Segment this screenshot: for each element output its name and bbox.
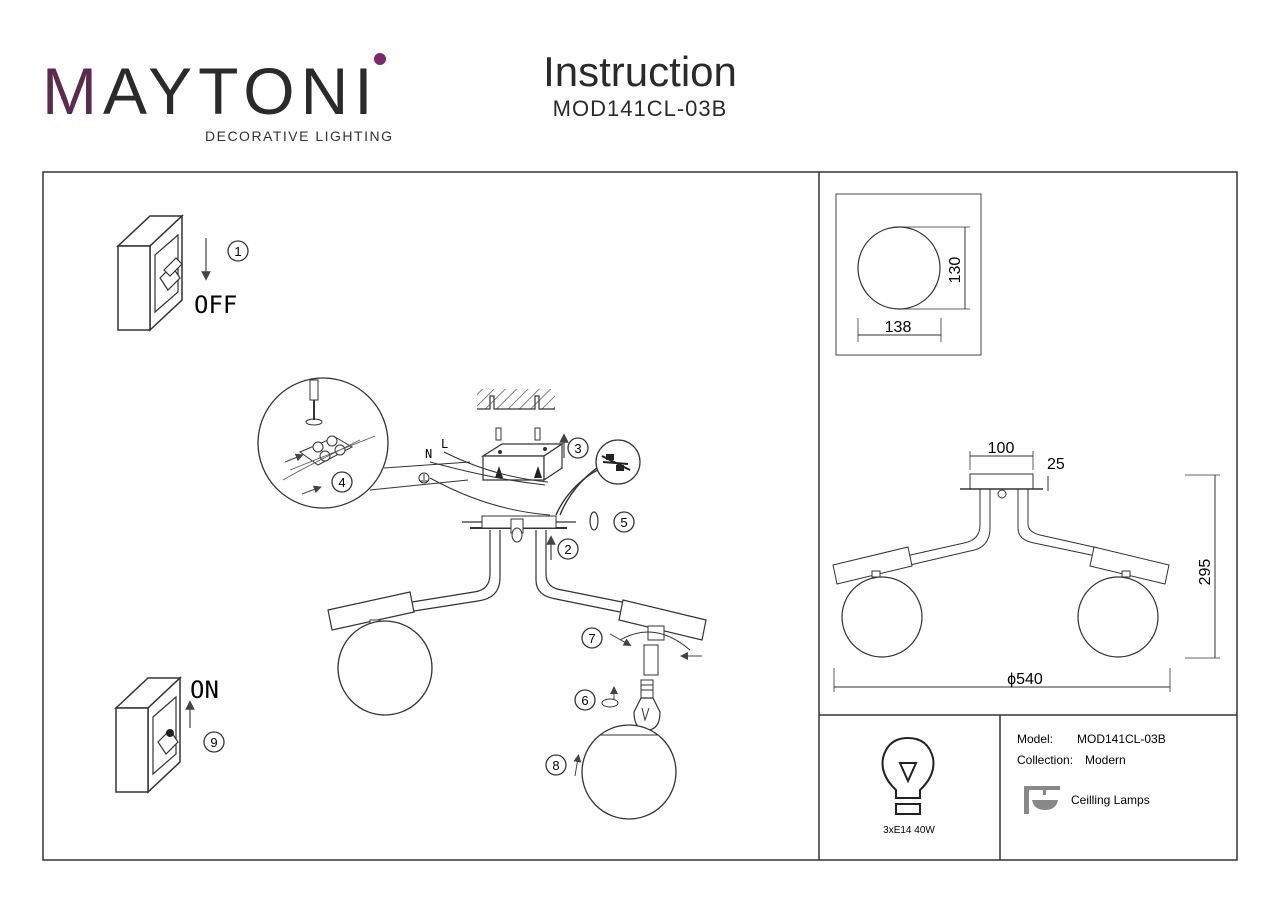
globe-shade xyxy=(581,724,677,820)
step-4-number: 4 xyxy=(338,475,345,490)
wall-plugs xyxy=(495,427,541,441)
bulb-icon xyxy=(881,736,935,815)
step-9-number: 9 xyxy=(210,735,217,750)
step-8-number: 8 xyxy=(552,758,559,773)
shade-height-value: 130 xyxy=(947,257,964,284)
step-8-badge xyxy=(545,754,567,776)
step-5-number: 5 xyxy=(620,515,627,530)
shade-dimension-box xyxy=(835,193,982,356)
on-label: ON xyxy=(190,676,219,704)
step-7-number: 7 xyxy=(588,631,595,646)
left-globe xyxy=(337,620,433,716)
ceiling-hatch xyxy=(477,389,555,409)
bulb-install-icon xyxy=(601,679,661,731)
canopy-plate xyxy=(462,515,576,543)
total-height-value: 295 xyxy=(1197,559,1214,586)
shade-width-value: 138 xyxy=(885,319,912,336)
connector-detail xyxy=(595,439,641,485)
document-model: MOD141CL-03B xyxy=(552,96,728,121)
collection-label: Collection: xyxy=(1017,753,1073,767)
step-6-number: 6 xyxy=(581,693,588,708)
step-6-badge xyxy=(574,689,596,711)
step-5-badge xyxy=(613,511,635,533)
ground-icon xyxy=(418,472,430,484)
up-arrow-icon xyxy=(573,754,582,777)
collection-value: Modern xyxy=(1085,753,1126,767)
total-diameter-value: ϕ540 xyxy=(1007,671,1043,688)
brand-name: MAYTONI xyxy=(42,54,379,128)
screwdriver-icon xyxy=(305,379,323,426)
base-width-value: 100 xyxy=(988,440,1015,457)
switch-off-icon xyxy=(116,214,184,332)
category-label: Ceilling Lamps xyxy=(1071,793,1150,807)
step-3-badge xyxy=(567,437,589,459)
step-4-badge xyxy=(331,471,353,493)
off-label: OFF xyxy=(194,291,237,319)
mounting-bracket xyxy=(480,442,564,482)
document-title: Instruction xyxy=(543,48,737,95)
model-label: Model: xyxy=(1017,732,1053,746)
left-arm xyxy=(327,530,501,716)
terminal-detail: 4 xyxy=(257,377,471,509)
model-value: MOD141CL-03B xyxy=(1077,732,1166,746)
brand-tagline: DECORATIVE LIGHTING xyxy=(205,128,394,144)
base-height-value: 25 xyxy=(1047,456,1065,473)
step-7-badge xyxy=(581,627,603,649)
live-label: L xyxy=(441,437,448,451)
outer-frame xyxy=(42,171,1238,861)
lamp-spec: 3xE14 40W xyxy=(883,825,935,836)
step-2-number: 2 xyxy=(564,542,571,557)
step-1-number: 1 xyxy=(234,244,241,259)
switch-on-icon xyxy=(114,676,182,794)
nut-icon xyxy=(589,511,599,531)
step-9-badge xyxy=(203,731,225,753)
shade-outline xyxy=(857,226,941,310)
step-3-number: 3 xyxy=(574,441,581,456)
step-2-badge xyxy=(557,538,579,560)
ceiling-lamp-icon xyxy=(1024,786,1060,814)
right-arm xyxy=(535,530,707,676)
step-1-badge xyxy=(227,240,249,262)
fixture-elevation xyxy=(832,473,1170,658)
brand-logo: MAYTONI xyxy=(42,58,379,124)
neutral-label: N xyxy=(425,447,432,461)
logo-dot-icon xyxy=(374,53,386,65)
